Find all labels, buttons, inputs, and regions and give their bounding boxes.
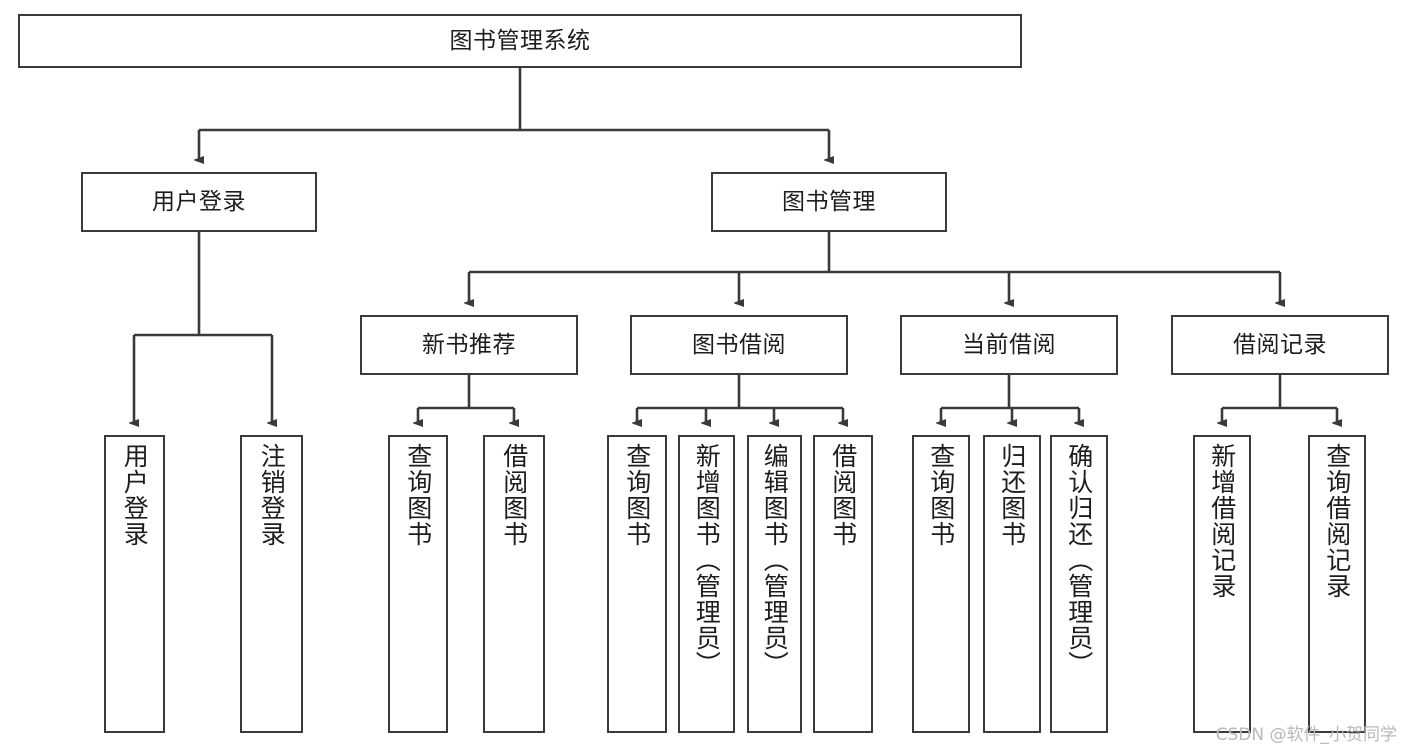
- node-leaf-user-login-label: 用户登录: [120, 443, 150, 547]
- node-user-login[interactable]: 用户登录: [81, 172, 317, 232]
- node-leaf-query-book-3[interactable]: 查询图书: [912, 435, 970, 733]
- node-book-manage-label: 图书管理: [782, 188, 876, 215]
- node-user-login-label: 用户登录: [152, 188, 246, 215]
- watermark: CSDN @软件_小贺同学: [1215, 725, 1397, 745]
- node-leaf-borrow-book-2-label: 借阅图书: [828, 443, 858, 547]
- node-borrow-record-label: 借阅记录: [1233, 331, 1327, 358]
- node-new-book-recommend-label: 新书推荐: [422, 331, 516, 358]
- node-leaf-borrow-book-1-label: 借阅图书: [499, 443, 529, 547]
- node-new-book-recommend[interactable]: 新书推荐: [360, 315, 578, 375]
- node-leaf-return-book-label: 归还图书: [997, 443, 1027, 547]
- node-leaf-edit-book[interactable]: 编辑图书（管理员）: [747, 435, 802, 733]
- node-leaf-user-logout[interactable]: 注销登录: [240, 435, 303, 733]
- node-book-borrow-label: 图书借阅: [692, 331, 786, 358]
- node-leaf-add-book[interactable]: 新增图书（管理员）: [678, 435, 735, 733]
- node-leaf-confirm-return[interactable]: 确认归还（管理员）: [1050, 435, 1108, 733]
- node-leaf-query-book-1-label: 查询图书: [403, 443, 433, 547]
- node-current-borrow[interactable]: 当前借阅: [900, 315, 1118, 375]
- node-leaf-query-record[interactable]: 查询借阅记录: [1308, 435, 1366, 733]
- node-leaf-query-book-2[interactable]: 查询图书: [607, 435, 667, 733]
- node-leaf-query-book-2-label: 查询图书: [622, 443, 652, 547]
- node-leaf-return-book[interactable]: 归还图书: [983, 435, 1041, 733]
- node-leaf-add-record-label: 新增借阅记录: [1207, 443, 1237, 599]
- node-leaf-user-logout-label: 注销登录: [257, 443, 287, 547]
- node-borrow-record[interactable]: 借阅记录: [1171, 315, 1389, 375]
- node-leaf-user-login[interactable]: 用户登录: [104, 435, 165, 733]
- node-leaf-query-book-1[interactable]: 查询图书: [388, 435, 448, 733]
- node-leaf-add-book-label: 新增图书（管理员）: [692, 443, 722, 677]
- node-leaf-add-record[interactable]: 新增借阅记录: [1193, 435, 1251, 733]
- node-leaf-query-record-label: 查询借阅记录: [1322, 443, 1352, 599]
- node-root[interactable]: 图书管理系统: [18, 14, 1022, 68]
- node-leaf-query-book-3-label: 查询图书: [926, 443, 956, 547]
- node-leaf-confirm-return-label: 确认归还（管理员）: [1064, 443, 1094, 677]
- node-leaf-borrow-book-2[interactable]: 借阅图书: [813, 435, 873, 733]
- node-root-label: 图书管理系统: [449, 27, 591, 54]
- node-book-borrow[interactable]: 图书借阅: [630, 315, 848, 375]
- node-book-manage[interactable]: 图书管理: [711, 172, 947, 232]
- node-current-borrow-label: 当前借阅: [962, 331, 1056, 358]
- node-leaf-borrow-book-1[interactable]: 借阅图书: [483, 435, 545, 733]
- node-leaf-edit-book-label: 编辑图书（管理员）: [760, 443, 790, 677]
